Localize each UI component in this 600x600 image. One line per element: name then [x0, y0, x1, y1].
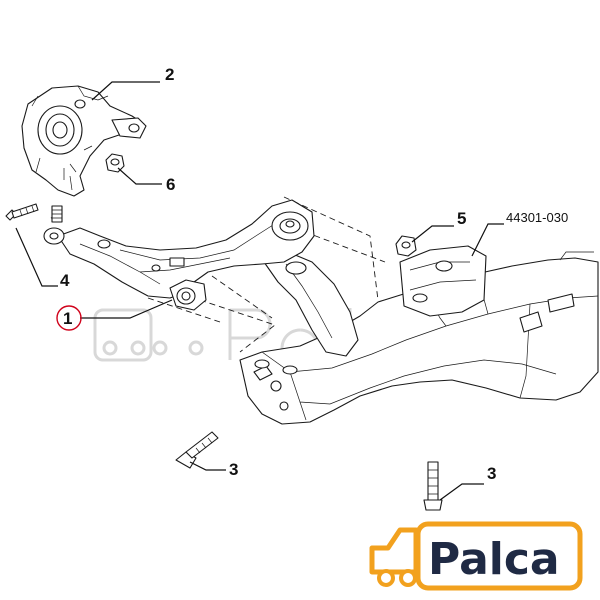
strut-tower — [263, 251, 359, 357]
callout-5[interactable]: 5 — [457, 209, 466, 228]
callout-4[interactable]: 4 — [60, 271, 70, 290]
callout-3-right[interactable]: 3 — [487, 464, 496, 483]
palca-logo: Palca — [369, 521, 583, 591]
ball-joint-pin — [51, 205, 63, 223]
callout-6[interactable]: 6 — [166, 175, 175, 194]
bolt-3-left — [175, 431, 219, 469]
callout-2[interactable]: 2 — [165, 65, 174, 84]
callout-3-left[interactable]: 3 — [229, 460, 238, 479]
callout-1[interactable]: 1 — [63, 309, 72, 328]
lower-control-arm — [43, 199, 315, 311]
subframe-crossmember — [239, 245, 599, 425]
pinch-bolt — [5, 203, 39, 221]
bolt-3-right — [423, 461, 443, 511]
nut-5 — [395, 235, 417, 257]
part-number-label: 44301-030 — [506, 210, 568, 225]
steering-knuckle — [21, 85, 147, 197]
nut-6 — [105, 153, 125, 173]
brand-name: Palca — [428, 534, 560, 585]
leader-lines — [15, 81, 504, 501]
selected-callout-ring — [56, 305, 82, 331]
car-icon — [369, 527, 419, 587]
